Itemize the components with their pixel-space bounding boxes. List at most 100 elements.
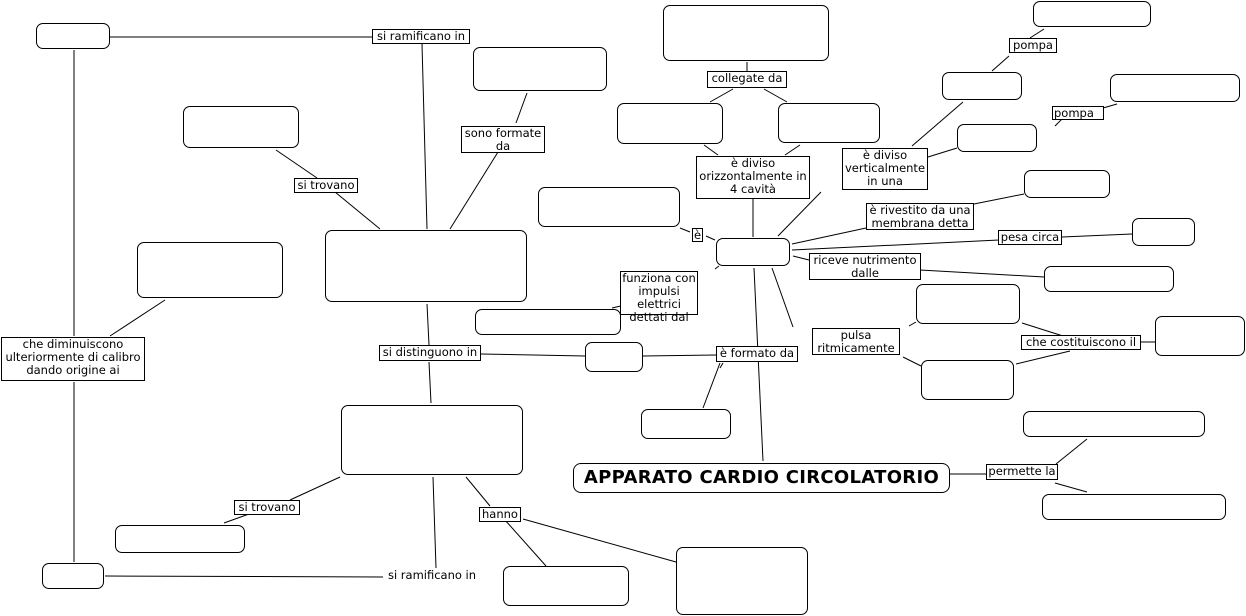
concept-node[interactable] <box>115 525 245 553</box>
concept-node[interactable] <box>1044 266 1174 292</box>
link <box>522 518 677 563</box>
link <box>911 101 964 147</box>
concept-node[interactable] <box>137 242 283 298</box>
concept-node[interactable] <box>1132 218 1195 246</box>
concept-node[interactable] <box>1042 494 1226 520</box>
link <box>702 362 721 409</box>
link-label-e-formato-da: è formato da <box>716 346 798 362</box>
link <box>421 43 428 230</box>
link <box>763 88 788 103</box>
link <box>275 149 318 179</box>
link <box>791 227 867 245</box>
concept-node-heart[interactable] <box>716 238 790 266</box>
concept-node[interactable] <box>676 547 808 615</box>
concept-node[interactable] <box>617 103 723 144</box>
link <box>432 476 437 569</box>
link <box>504 519 547 567</box>
link-label-pulsa-ritmicamente: pulsa ritmicamente <box>812 328 900 355</box>
root-concept-title[interactable]: APPARATO CARDIO CIRCOLATORIO <box>573 463 950 493</box>
link <box>1061 233 1133 238</box>
link <box>703 144 719 156</box>
link-label-pompa: pompa <box>1009 38 1057 53</box>
link <box>1055 438 1088 465</box>
link <box>792 255 810 261</box>
concept-node[interactable] <box>1033 1 1151 27</box>
link <box>927 147 958 158</box>
concept-node[interactable] <box>183 106 299 148</box>
concept-node[interactable] <box>585 342 643 372</box>
concept-node[interactable] <box>641 409 731 439</box>
concept-node[interactable] <box>475 309 621 335</box>
link-label-collegate-da: collegate da <box>707 71 787 88</box>
link-label-si-ramificano-in: si ramificano in <box>383 569 481 584</box>
link <box>1029 28 1045 39</box>
link <box>908 321 917 327</box>
link-label-pompa: pompa <box>1052 106 1104 120</box>
link <box>289 476 341 501</box>
concept-node[interactable] <box>1110 74 1240 102</box>
link <box>705 235 716 241</box>
concept-node[interactable] <box>921 360 1014 400</box>
link <box>719 362 724 369</box>
link-label-che-diminuiscono: che diminuiscono ulteriormente di calibr… <box>1 337 145 381</box>
link <box>428 361 432 404</box>
link-label-e-diviso-verticalmente: è diviso verticalmente in una <box>842 148 928 190</box>
concept-node[interactable] <box>1023 411 1205 437</box>
link-label-si-distinguono-in: si distinguono in <box>379 345 481 361</box>
link-label-si-trovano: si trovano <box>294 178 358 193</box>
link-label-che-costituiscono-il: che costituiscono il <box>1021 335 1141 350</box>
link-label-hanno: hanno <box>479 507 521 522</box>
link <box>791 239 1000 251</box>
link <box>334 191 381 230</box>
link-label-riceve-nutrimento: riceve nutrimento dalle <box>809 253 921 280</box>
link <box>515 92 528 124</box>
link <box>991 55 1010 72</box>
concept-node[interactable] <box>42 563 104 589</box>
link <box>973 193 1025 205</box>
concept-node[interactable] <box>1024 170 1110 198</box>
concept-node[interactable] <box>778 103 880 143</box>
link <box>919 269 1045 278</box>
concept-node[interactable] <box>538 187 680 227</box>
link <box>1015 350 1071 365</box>
link <box>104 575 384 578</box>
concept-node[interactable] <box>36 23 110 49</box>
link <box>784 144 801 156</box>
link <box>1102 103 1118 109</box>
link <box>1021 322 1064 337</box>
concept-node[interactable] <box>957 124 1037 152</box>
link-label-si-trovano: si trovano <box>234 500 300 515</box>
link <box>109 299 166 337</box>
concept-node[interactable] <box>942 72 1022 100</box>
concept-node[interactable] <box>325 230 527 302</box>
link-label-permette-la: permette la <box>986 464 1058 480</box>
link <box>679 227 691 233</box>
link <box>714 265 720 270</box>
link-label-e-rivestito: è rivestito da una membrana detta <box>866 203 974 230</box>
link-label-funziona-con: funziona con impulsi elettrici dettati d… <box>620 271 698 324</box>
link <box>753 267 764 462</box>
link <box>1054 482 1088 493</box>
link-label-e-diviso-orizzontalmente: è diviso orizzontalmente in 4 cavità <box>696 156 810 199</box>
link-label-pesa-circa: pesa circa <box>998 230 1062 245</box>
link <box>709 88 734 103</box>
link <box>449 151 499 230</box>
concept-node[interactable] <box>503 566 629 606</box>
concept-node[interactable] <box>473 47 607 91</box>
link <box>465 476 491 507</box>
concept-node[interactable] <box>1155 316 1245 356</box>
concept-node[interactable] <box>916 284 1020 324</box>
link-label-sono-formate-da: sono formate da <box>461 126 545 153</box>
link <box>480 353 586 357</box>
link-label-si-ramificano-in: si ramificano in <box>372 29 470 44</box>
link <box>642 354 717 357</box>
link <box>902 356 922 367</box>
link <box>223 513 250 524</box>
concept-node[interactable] <box>341 405 523 475</box>
link <box>771 267 794 328</box>
link-label-e: è <box>692 228 703 242</box>
link <box>426 303 430 346</box>
concept-node[interactable] <box>663 5 829 61</box>
